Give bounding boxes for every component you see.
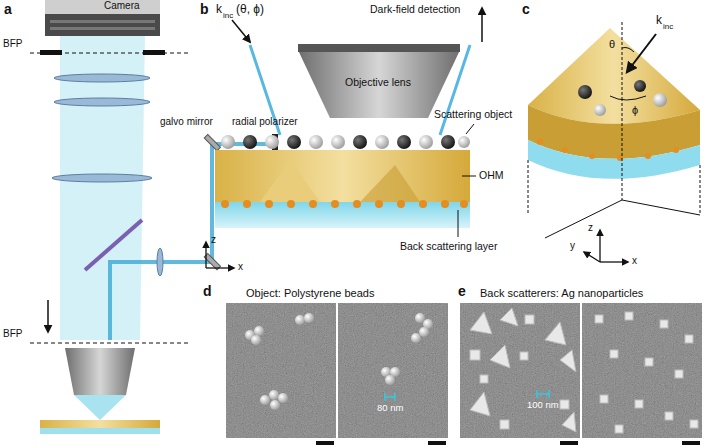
plane-label: BFP (3, 328, 22, 340)
part-name: Scattering object (434, 108, 512, 120)
panel-letter: a (4, 1, 12, 17)
panel-letter: e (458, 283, 466, 299)
part-name: Objective lens (345, 76, 411, 88)
angle-symbol: ϕ (632, 104, 638, 117)
wavevector-symbol: k (656, 14, 662, 28)
panel-title: Back scatterers: Ag nanoparticles (480, 287, 643, 300)
subscript: inc (663, 22, 673, 31)
panel-title: Object: Polystyrene beads (246, 287, 374, 300)
part-name: OHM (479, 169, 504, 181)
part-name: radial polarizer (232, 116, 298, 128)
part-name: Camera (104, 0, 140, 12)
axis-label: y (570, 240, 575, 252)
scale-label: 80 nm (377, 403, 403, 414)
part-name: galvo mirror (160, 116, 213, 128)
axis-label: z (588, 222, 593, 234)
part-name: Dark-field detection (370, 3, 460, 15)
axis-label: x (632, 255, 637, 267)
panel-letter: d (203, 283, 212, 299)
panel-letter: c (522, 1, 530, 17)
scale-label: 100 nm (527, 400, 559, 411)
panel-letter: b (200, 1, 209, 17)
plane-label: BFP (3, 38, 22, 50)
part-name: Back scattering layer (400, 240, 497, 252)
angle-symbol: θ (609, 38, 615, 51)
angle-arguments: (θ, ϕ) (236, 3, 264, 17)
axis-label: z (211, 234, 216, 246)
subscript: inc (223, 11, 233, 20)
wavevector-symbol: k (216, 3, 222, 17)
axis-label: x (238, 261, 243, 273)
